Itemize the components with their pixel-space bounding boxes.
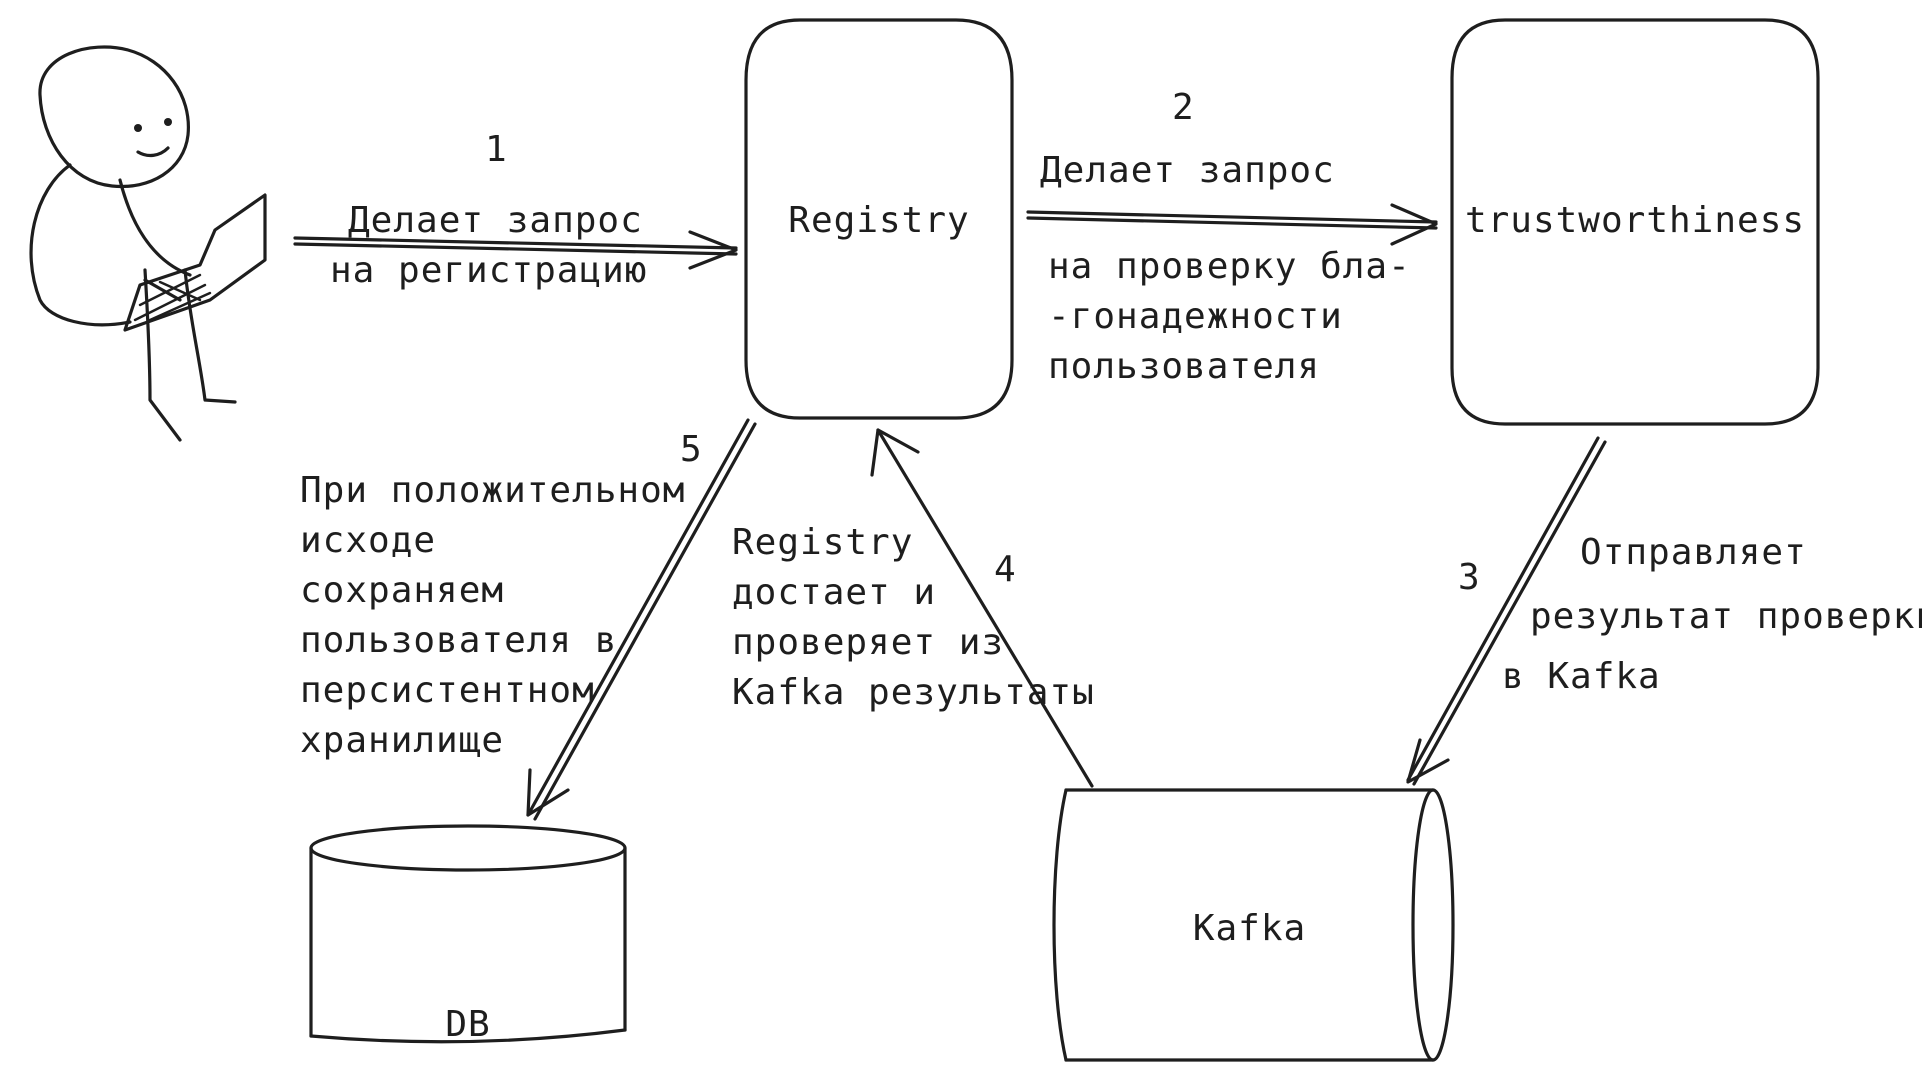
arrow-1 xyxy=(293,230,738,270)
kafka-label: Kafka xyxy=(1192,908,1307,949)
step-1-line-2: на регистрацию xyxy=(330,250,648,291)
step-4-number: 4 xyxy=(994,549,1016,590)
step-5-line-4: пользователя в xyxy=(300,620,618,661)
step-2-number: 2 xyxy=(1172,87,1194,128)
step-5-line-5: персистентном xyxy=(300,670,595,711)
step-5-line-2: исходе xyxy=(300,520,437,561)
step-4-line-1: Registry xyxy=(732,522,914,563)
arrow-2 xyxy=(1026,203,1438,246)
registry-label: Registry xyxy=(788,200,970,241)
step-5-line-3: сохраняем xyxy=(300,570,505,611)
user-figure xyxy=(29,45,267,442)
registry-box xyxy=(744,18,1014,420)
arrow-4 xyxy=(870,428,1094,788)
step-5-line-1: При положительном xyxy=(300,470,686,511)
step-3-number: 3 xyxy=(1458,557,1480,598)
step-3-line-2: результат проверки xyxy=(1530,596,1922,637)
step-3-line-3: в Kafka xyxy=(1502,656,1661,697)
trustworthiness-box xyxy=(1450,18,1820,426)
trustworthiness-label: trustworthiness xyxy=(1464,200,1806,241)
step-2-line-1: Делает запрос xyxy=(1040,150,1335,191)
step-5-line-6: хранилище xyxy=(300,720,505,761)
step-2-line-2: на проверку бла- xyxy=(1048,246,1411,287)
step-1-line-1: Делает запрос xyxy=(348,200,643,241)
step-4-line-3: проверяет из xyxy=(732,622,1005,663)
db-label: DB xyxy=(445,1004,491,1045)
step-3-line-1: Отправляет xyxy=(1580,532,1807,573)
arrow-5 xyxy=(526,418,757,821)
step-1-number: 1 xyxy=(485,129,507,170)
step-2-line-4: пользователя xyxy=(1048,346,1321,387)
step-5-number: 5 xyxy=(680,429,702,470)
step-2-line-3: -гонадежности xyxy=(1048,296,1343,337)
db-cylinder xyxy=(309,824,627,1044)
arrow-3 xyxy=(1406,436,1607,786)
kafka-cylinder xyxy=(1052,788,1455,1062)
step-4-line-2: достает и xyxy=(732,572,937,613)
step-4-line-4: Kafka результаты xyxy=(732,672,1095,713)
